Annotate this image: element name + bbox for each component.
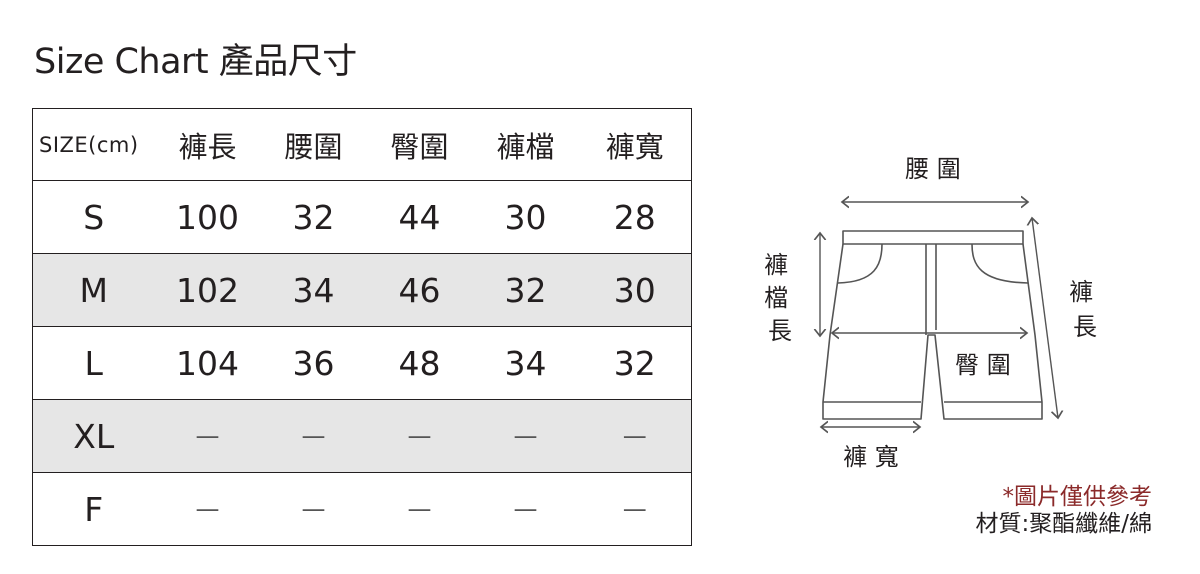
leg-width-label: 褲 寬 bbox=[843, 443, 899, 471]
length-label: 褲 長 bbox=[1069, 278, 1101, 341]
table-row: F — — — — — bbox=[33, 473, 692, 546]
disclaimer-note: *圖片僅供參考 bbox=[1002, 484, 1153, 510]
waist-label: 腰 圍 bbox=[905, 155, 961, 183]
table-row: S 100 32 44 30 28 bbox=[32, 181, 692, 254]
cell: — bbox=[154, 399, 261, 473]
cell: — bbox=[301, 495, 326, 523]
header-leg-width: 褲寬 bbox=[605, 129, 664, 164]
cell: 32 bbox=[472, 253, 579, 327]
cell: — bbox=[407, 495, 432, 523]
row-size: L bbox=[84, 343, 103, 383]
cell: 32 bbox=[292, 197, 335, 237]
cell: 28 bbox=[613, 197, 656, 237]
shorts-outline bbox=[822, 230, 1043, 420]
cell: 30 bbox=[504, 197, 547, 237]
table-row: XL — — — — — bbox=[32, 399, 692, 473]
cell: 32 bbox=[613, 343, 656, 383]
row-size: S bbox=[83, 197, 105, 237]
cell: 102 bbox=[154, 253, 261, 327]
header-size: SIZE(cm) bbox=[39, 132, 139, 157]
material-note: 材質:聚酯纖維/綿 bbox=[975, 511, 1153, 537]
cell: — bbox=[472, 399, 579, 473]
cell: 100 bbox=[176, 197, 239, 237]
cell: — bbox=[513, 495, 538, 523]
cell: 34 bbox=[260, 253, 367, 327]
table-header-row: SIZE(cm) 褲長 腰圍 臀圍 褲檔 褲寬 bbox=[32, 109, 692, 181]
header-pants-length: 褲長 bbox=[178, 129, 237, 164]
cell: — bbox=[578, 399, 692, 473]
cell: 48 bbox=[398, 343, 441, 383]
cell: 46 bbox=[366, 253, 473, 327]
table-row: M 102 34 46 32 30 bbox=[32, 253, 692, 327]
cell: 44 bbox=[398, 197, 441, 237]
header-hip: 臀圍 bbox=[390, 129, 449, 164]
header-waist: 腰圍 bbox=[284, 129, 343, 164]
row-size: XL bbox=[32, 399, 155, 473]
row-size: M bbox=[32, 253, 155, 327]
cell: — bbox=[195, 495, 220, 523]
length-arrow bbox=[1032, 218, 1058, 418]
cell: 104 bbox=[176, 343, 239, 383]
cell: 34 bbox=[504, 343, 547, 383]
header-rise: 褲檔 bbox=[496, 129, 555, 164]
table-row: L 104 36 48 34 32 bbox=[32, 327, 692, 400]
cell: — bbox=[622, 495, 647, 523]
size-chart-table: SIZE(cm) 褲長 腰圍 臀圍 褲檔 褲寬 S 100 32 44 30 2… bbox=[32, 108, 692, 546]
cell: — bbox=[366, 399, 473, 473]
page-title: Size Chart 產品尺寸 bbox=[34, 42, 357, 82]
cell: — bbox=[260, 399, 367, 473]
shorts-diagram: 腰 圍 褲 檔 長 褲 長 臀 圍 褲 寬 bbox=[764, 155, 1101, 471]
rise-label: 褲 檔 長 bbox=[764, 251, 796, 345]
row-size: F bbox=[84, 489, 104, 529]
cell: 36 bbox=[292, 343, 335, 383]
cell: 30 bbox=[578, 253, 692, 327]
hip-label: 臀 圍 bbox=[955, 351, 1011, 379]
